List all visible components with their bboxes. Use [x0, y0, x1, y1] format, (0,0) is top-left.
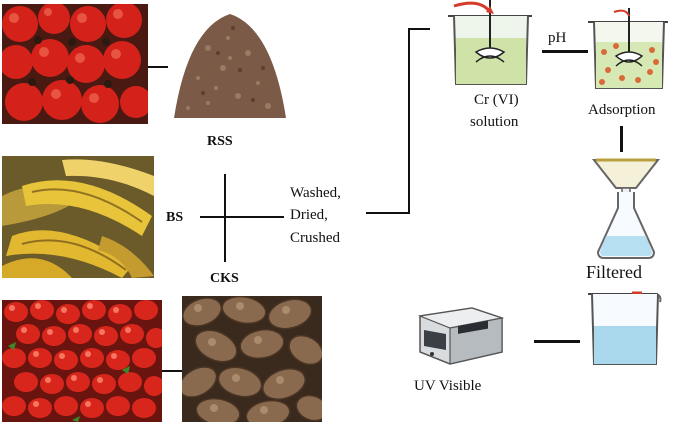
cr-solution-label-line2: solution [470, 114, 519, 130]
beaker-with-stirrer-icon [440, 0, 544, 90]
process-connector-vertical [408, 28, 410, 214]
cr-solution-label-line1: Cr (VI) [474, 92, 519, 108]
cornel-fruits-image [2, 300, 162, 422]
cornel-kernel-seeds-image [182, 296, 322, 422]
process-connector-top [408, 28, 430, 30]
cks-label: CKS [210, 271, 239, 286]
banana-peel-image [2, 156, 154, 278]
cross-vertical-line [224, 174, 226, 262]
filter-flask-icon [590, 152, 662, 262]
adsorption-beaker-icon [586, 8, 672, 92]
cross-horizontal-line [200, 216, 284, 218]
process-label-washed: Washed, [290, 185, 341, 201]
process-label-dried: Dried, [290, 207, 328, 223]
bs-label: BS [166, 210, 184, 225]
rss-powder-image [168, 8, 292, 124]
rosehip-fruits-image [2, 4, 148, 124]
process-label-crushed: Crushed [290, 230, 340, 246]
uv-to-beaker-connector [534, 340, 580, 343]
adsorption-label: Adsorption [588, 102, 656, 118]
cornel-to-cks-connector [162, 370, 182, 372]
uv-vis-spectrophotometer-icon [412, 306, 508, 368]
filtered-beaker-icon [586, 286, 664, 370]
filtered-label: Filtered [586, 262, 642, 282]
process-connector-horizontal [366, 212, 410, 214]
adsorption-to-filter-connector [620, 126, 623, 152]
ph-connector [542, 50, 588, 53]
rosehip-to-rss-connector [148, 66, 168, 68]
rss-label: RSS [207, 134, 233, 149]
uv-visible-label: UV Visible [414, 378, 482, 394]
ph-label: pH [548, 30, 567, 46]
